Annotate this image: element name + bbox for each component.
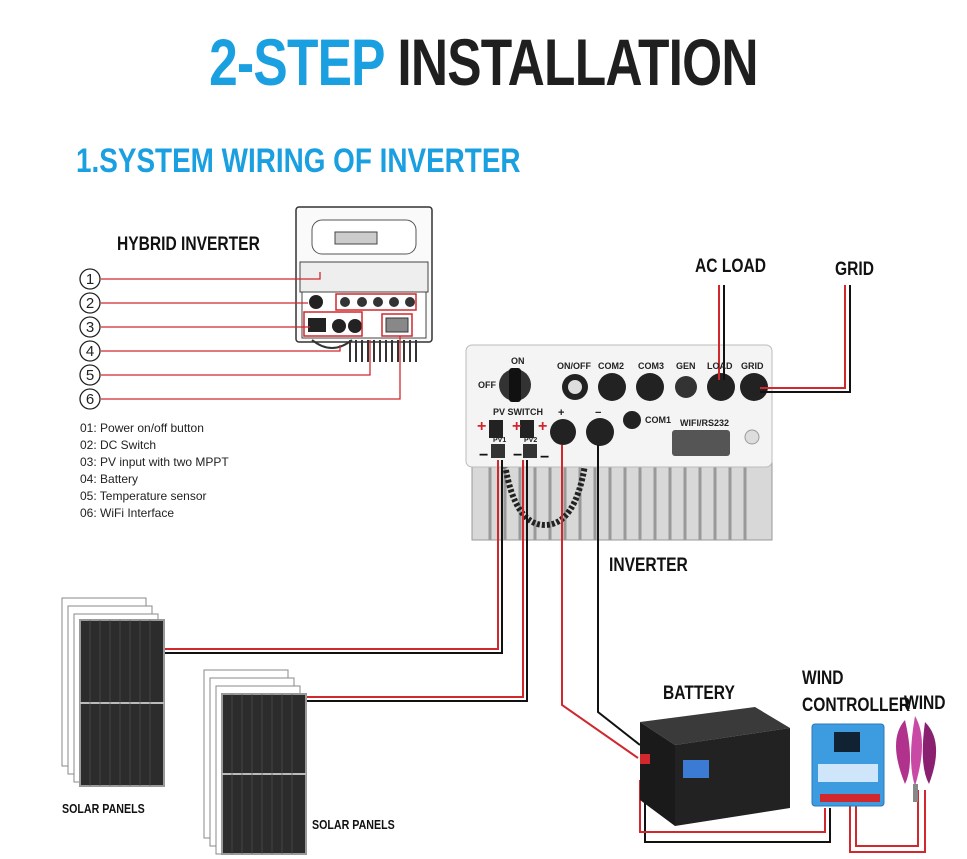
callout-3: 3 (86, 319, 94, 336)
hybrid-inverter-label: HYBRID INVERTER (117, 234, 260, 255)
svg-text:+: + (477, 418, 486, 435)
panel-pv-switch-label: PV SWITCH (493, 407, 543, 417)
panel-com2-label: COM2 (598, 361, 624, 371)
battery-label: BATTERY (663, 683, 735, 704)
callout-1: 1 (86, 271, 94, 288)
solar-panels-right-label: SOLAR PANELS (312, 817, 395, 832)
legend-item: 04: Battery (80, 472, 139, 486)
panel-wifi-label: WIFI/RS232 (680, 418, 729, 428)
solar-panels-left (61, 597, 165, 787)
legend-item: 03: PV input with two MPPT (80, 455, 229, 469)
ac-load-label: AC LOAD (695, 256, 766, 277)
panel-grid-label: GRID (741, 361, 764, 371)
wires (165, 285, 926, 853)
section-title: 1.SYSTEM WIRING OF INVERTER (76, 142, 521, 180)
callout-5: 5 (86, 367, 94, 384)
legend-item: 01: Power on/off button (80, 421, 204, 435)
solar-panels-left-label: SOLAR PANELS (62, 801, 145, 816)
panel-pv2-label: PV2 (524, 437, 537, 444)
panel-com1-label: COM1 (645, 415, 671, 425)
wind-controller-label-1: WIND (802, 668, 844, 689)
wind-controller-label-2: CONTROLLER (802, 695, 911, 716)
svg-text:+: + (512, 418, 521, 435)
solar-panels-right (203, 669, 307, 855)
inverter-label: INVERTER (609, 555, 688, 576)
page-title: 2-STEP INSTALLATION (106, 22, 860, 102)
callout-2: 2 (86, 295, 94, 312)
title-step: 2-STEP (209, 25, 384, 99)
svg-text:−: − (513, 447, 522, 464)
title-installation: INSTALLATION (397, 25, 758, 99)
svg-text:+: + (538, 418, 547, 435)
panel-load-label: LOAD (707, 361, 733, 371)
panel-gen-label: GEN (676, 361, 696, 371)
panel-com3-label: COM3 (638, 361, 664, 371)
hybrid-inverter-illustration (295, 206, 433, 362)
panel-pv1-label: PV1 (493, 437, 506, 444)
svg-text:−: − (479, 447, 488, 464)
callout-circles (79, 268, 101, 410)
panel-plus-label: + (558, 407, 564, 419)
callout-4: 4 (86, 343, 94, 360)
legend: 01: Power on/off button 02: DC Switch 03… (80, 420, 229, 522)
panel-minus-label: − (595, 407, 601, 419)
legend-item: 05: Temperature sensor (80, 489, 207, 503)
callout-6: 6 (86, 391, 94, 408)
wind-controller-illustration (811, 723, 885, 807)
panel-off-label: OFF (478, 380, 496, 390)
battery-illustration (640, 707, 790, 826)
grid-label: GRID (835, 259, 874, 280)
svg-text:−: − (540, 449, 549, 466)
legend-item: 06: WiFi Interface (80, 506, 175, 520)
callout-lines (101, 272, 401, 400)
wind-label: WIND (904, 693, 946, 714)
panel-onoff-label: ON/OFF (557, 361, 591, 371)
legend-item: 02: DC Switch (80, 438, 157, 452)
main-inverter-illustration (465, 344, 773, 541)
wind-turbine-illustration (896, 716, 937, 802)
panel-on-label: ON (511, 356, 525, 366)
